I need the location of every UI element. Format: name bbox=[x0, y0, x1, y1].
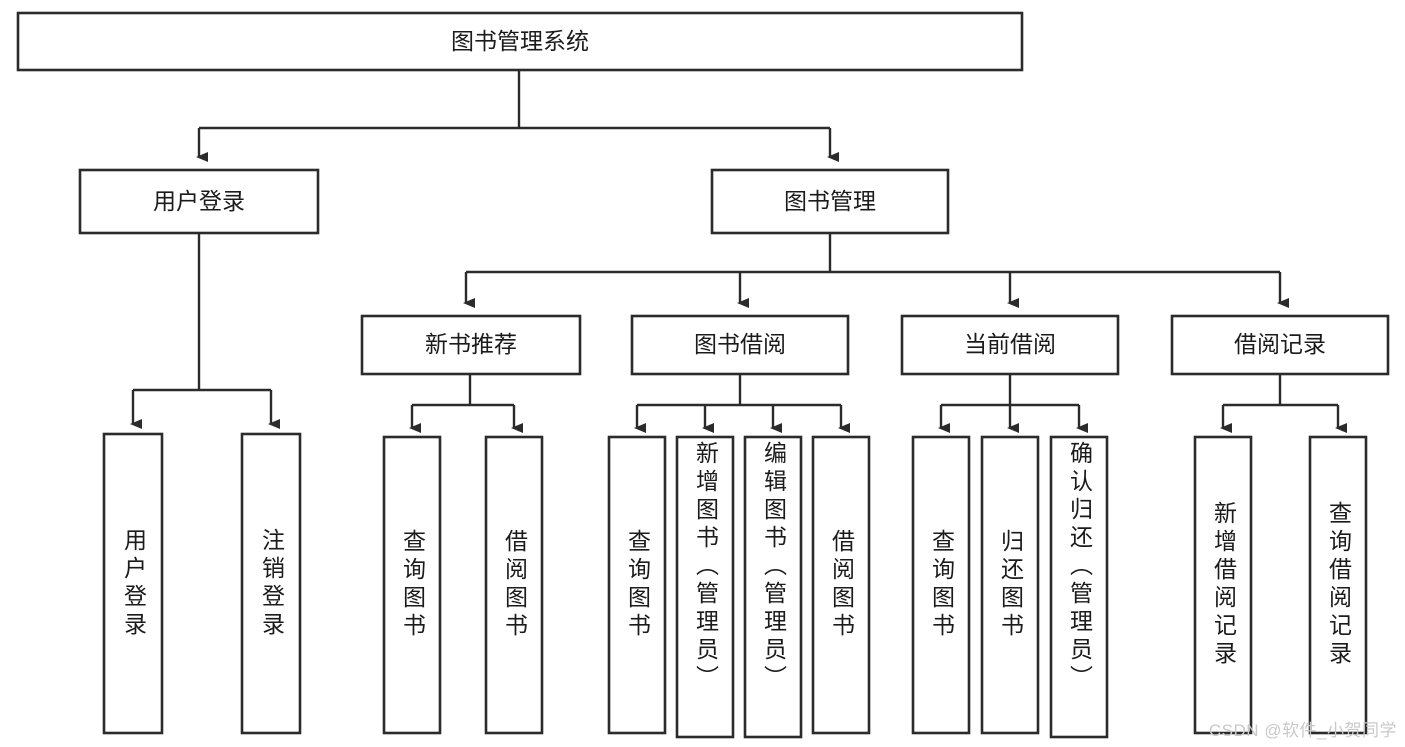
leaf-query-book-1[interactable]: 查询图书 bbox=[382, 435, 442, 735]
node-borrow-record-label: 借阅记录 bbox=[1234, 331, 1326, 357]
leaf-user-login-label: 用户登录 bbox=[120, 527, 147, 640]
node-current-borrow[interactable]: 当前借阅 bbox=[900, 314, 1120, 376]
leaf-borrow-book-1[interactable]: 借阅图书 bbox=[484, 435, 544, 735]
node-root[interactable]: 图书管理系统 bbox=[16, 11, 1024, 72]
node-borrow-record-box[interactable] bbox=[1170, 314, 1390, 376]
node-new-book-rec[interactable]: 新书推荐 bbox=[360, 314, 582, 376]
edge-group bbox=[130, 70, 1347, 433]
node-book-borrow-label: 图书借阅 bbox=[694, 331, 786, 357]
node-user-login-box[interactable] bbox=[78, 168, 320, 235]
leaf-query-book-1-box[interactable] bbox=[382, 435, 442, 735]
leaf-confirm-return-label: 确认归还（管理员） bbox=[1066, 441, 1093, 693]
node-new-book-rec-box[interactable] bbox=[360, 314, 582, 376]
node-book-borrow-box[interactable] bbox=[630, 314, 850, 376]
leaf-confirm-return[interactable]: 确认归还（管理员） bbox=[1049, 435, 1109, 739]
leaf-query-record-box[interactable] bbox=[1308, 435, 1368, 735]
leaf-borrow-book-2-box[interactable] bbox=[811, 435, 871, 735]
leaf-query-book-2-box[interactable] bbox=[607, 435, 667, 735]
node-current-borrow-box[interactable] bbox=[900, 314, 1120, 376]
node-user-login[interactable]: 用户登录 bbox=[78, 168, 320, 235]
leaf-query-book-2-label: 查询图书 bbox=[624, 529, 651, 641]
node-user-login-label: 用户登录 bbox=[153, 188, 245, 214]
leaf-edit-book-label: 编辑图书（管理员） bbox=[760, 441, 787, 693]
leaf-borrow-book-1-label: 借阅图书 bbox=[501, 529, 528, 641]
leaf-edit-book[interactable]: 编辑图书（管理员） bbox=[743, 435, 803, 739]
leaf-edit-book-box[interactable] bbox=[743, 435, 803, 739]
leaf-user-login-box[interactable] bbox=[102, 432, 164, 735]
leaf-query-book-2[interactable]: 查询图书 bbox=[607, 435, 667, 735]
node-root-label: 图书管理系统 bbox=[451, 28, 589, 54]
leaf-user-logout-label: 注销登录 bbox=[258, 527, 285, 640]
leaf-add-record-label: 新增借阅记录 bbox=[1210, 501, 1237, 669]
leaf-query-book-3[interactable]: 查询图书 bbox=[911, 435, 971, 735]
leaf-borrow-book-2-label: 借阅图书 bbox=[828, 529, 855, 641]
leaf-add-book-box[interactable] bbox=[675, 435, 735, 739]
leaf-return-book-box[interactable] bbox=[980, 435, 1040, 735]
node-new-book-rec-label: 新书推荐 bbox=[425, 331, 517, 357]
node-book-borrow[interactable]: 图书借阅 bbox=[630, 314, 850, 376]
leaf-query-book-1-label: 查询图书 bbox=[399, 529, 426, 641]
leaf-borrow-book-1-box[interactable] bbox=[484, 435, 544, 735]
node-current-borrow-label: 当前借阅 bbox=[964, 331, 1056, 357]
leaf-return-book-label: 归还图书 bbox=[997, 529, 1024, 641]
leaf-user-logout[interactable]: 注销登录 bbox=[240, 432, 302, 735]
leaf-query-book-3-box[interactable] bbox=[911, 435, 971, 735]
node-root-box[interactable] bbox=[16, 11, 1024, 72]
node-book-manage-label: 图书管理 bbox=[784, 188, 876, 214]
leaf-add-record-box[interactable] bbox=[1193, 435, 1253, 735]
leaf-user-logout-box[interactable] bbox=[240, 432, 302, 735]
leaf-return-book[interactable]: 归还图书 bbox=[980, 435, 1040, 735]
leaf-add-book-label: 新增图书（管理员） bbox=[692, 441, 719, 693]
leaf-add-record[interactable]: 新增借阅记录 bbox=[1193, 435, 1253, 735]
node-book-manage-box[interactable] bbox=[710, 168, 950, 235]
csdn-watermark: CSDN @软件_小贺同学 bbox=[1208, 721, 1397, 740]
leaf-query-book-3-label: 查询图书 bbox=[928, 529, 955, 641]
leaf-confirm-return-box[interactable] bbox=[1049, 435, 1109, 739]
leaf-query-record[interactable]: 查询借阅记录 bbox=[1308, 435, 1368, 735]
leaf-query-record-label: 查询借阅记录 bbox=[1325, 501, 1352, 669]
leaf-borrow-book-2[interactable]: 借阅图书 bbox=[811, 435, 871, 735]
leaf-add-book[interactable]: 新增图书（管理员） bbox=[675, 435, 735, 739]
node-book-manage[interactable]: 图书管理 bbox=[710, 168, 950, 235]
leaf-user-login[interactable]: 用户登录 bbox=[102, 432, 164, 735]
node-borrow-record[interactable]: 借阅记录 bbox=[1170, 314, 1390, 376]
